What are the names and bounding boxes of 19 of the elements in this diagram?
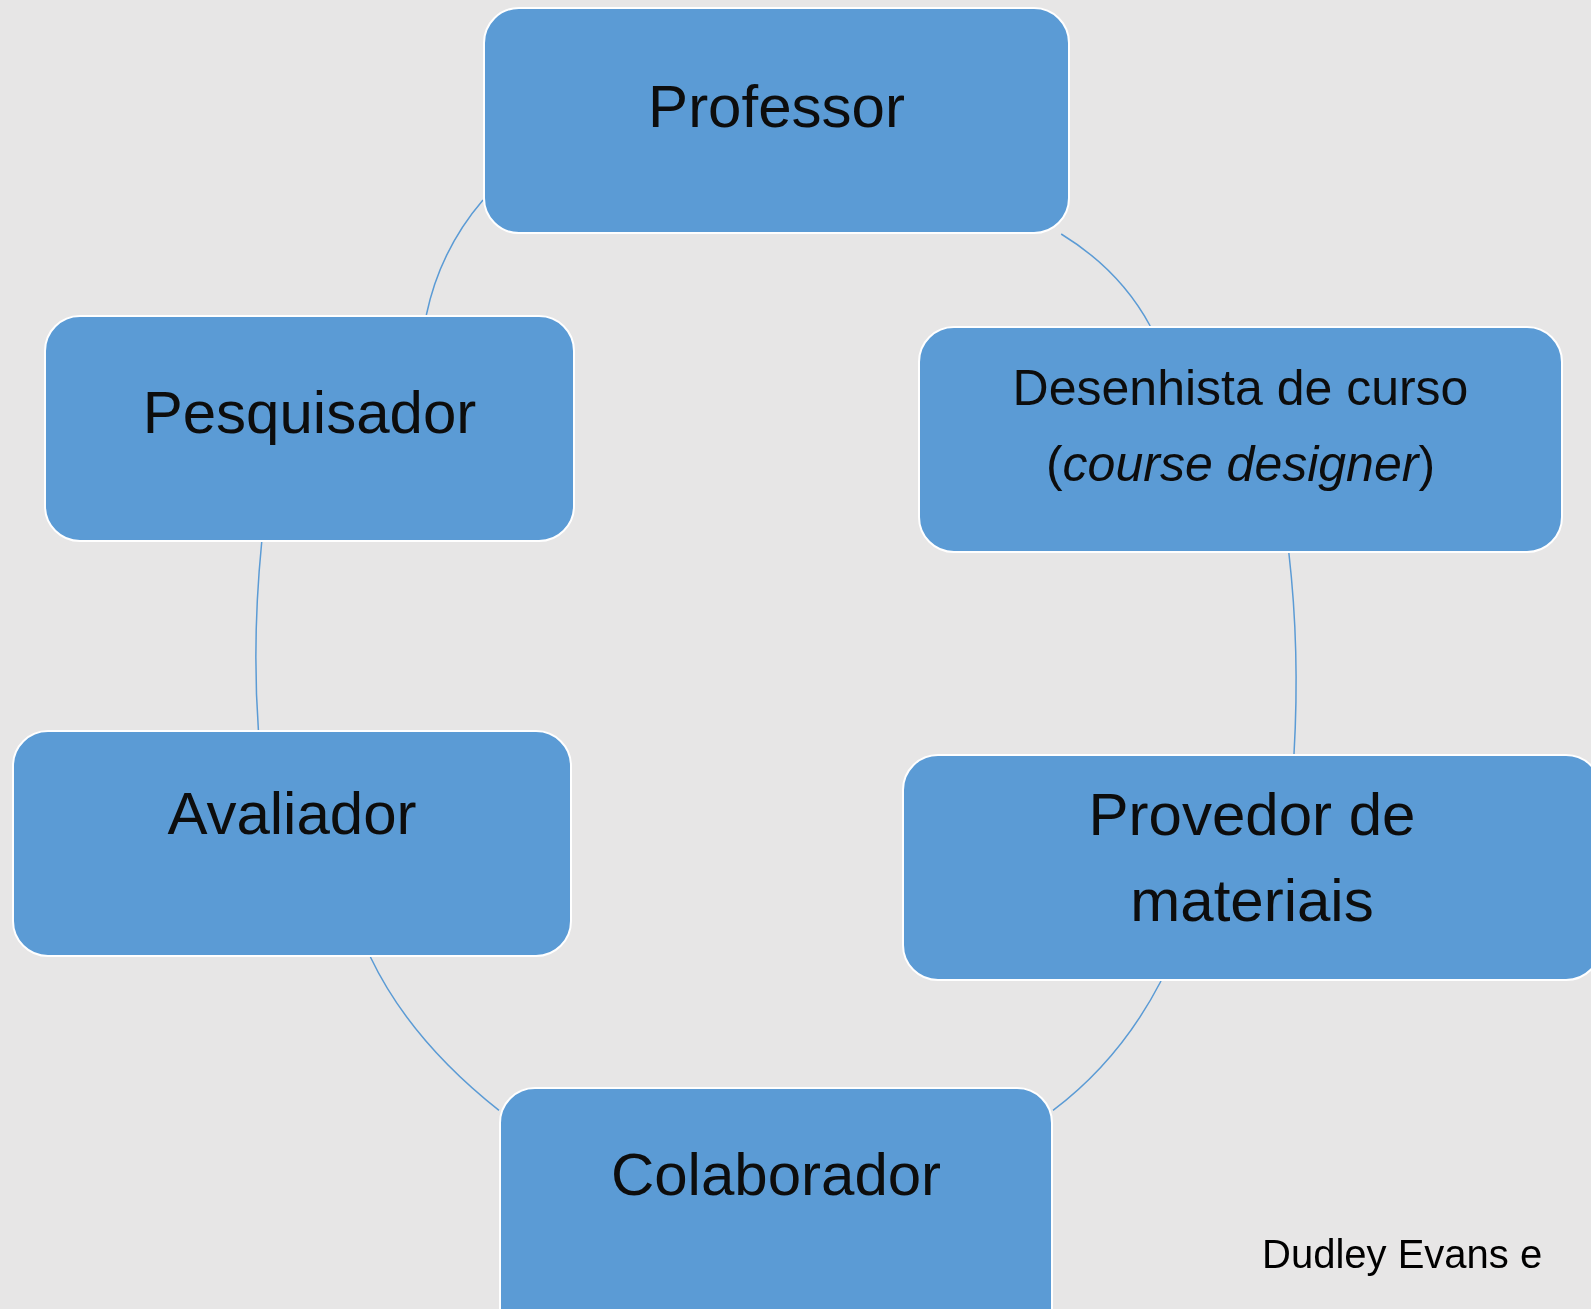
connector-curve bbox=[1052, 980, 1162, 1112]
role-box bbox=[918, 326, 1563, 553]
role-label: Colaborador bbox=[610, 1141, 942, 1209]
role-box bbox=[44, 315, 575, 542]
role-box bbox=[902, 754, 1591, 981]
role-label: Pesquisador bbox=[142, 379, 477, 447]
role-box bbox=[499, 1087, 1053, 1309]
citation-text: Dudley Evans e bbox=[1262, 1231, 1543, 1278]
connector-curve bbox=[425, 199, 484, 316]
connector-curve bbox=[369, 956, 500, 1112]
role-label: Professor bbox=[648, 73, 905, 141]
connector-curve bbox=[255, 541, 263, 731]
role-box bbox=[12, 730, 572, 957]
role-box bbox=[483, 7, 1070, 234]
role-label: Provedor de materiais bbox=[1087, 780, 1417, 936]
connector-curve bbox=[1288, 552, 1297, 755]
role-label: Avaliador bbox=[167, 780, 417, 848]
role-label: Desenhista de curso (course designer) bbox=[1011, 359, 1470, 494]
connector-curve bbox=[1060, 233, 1151, 327]
